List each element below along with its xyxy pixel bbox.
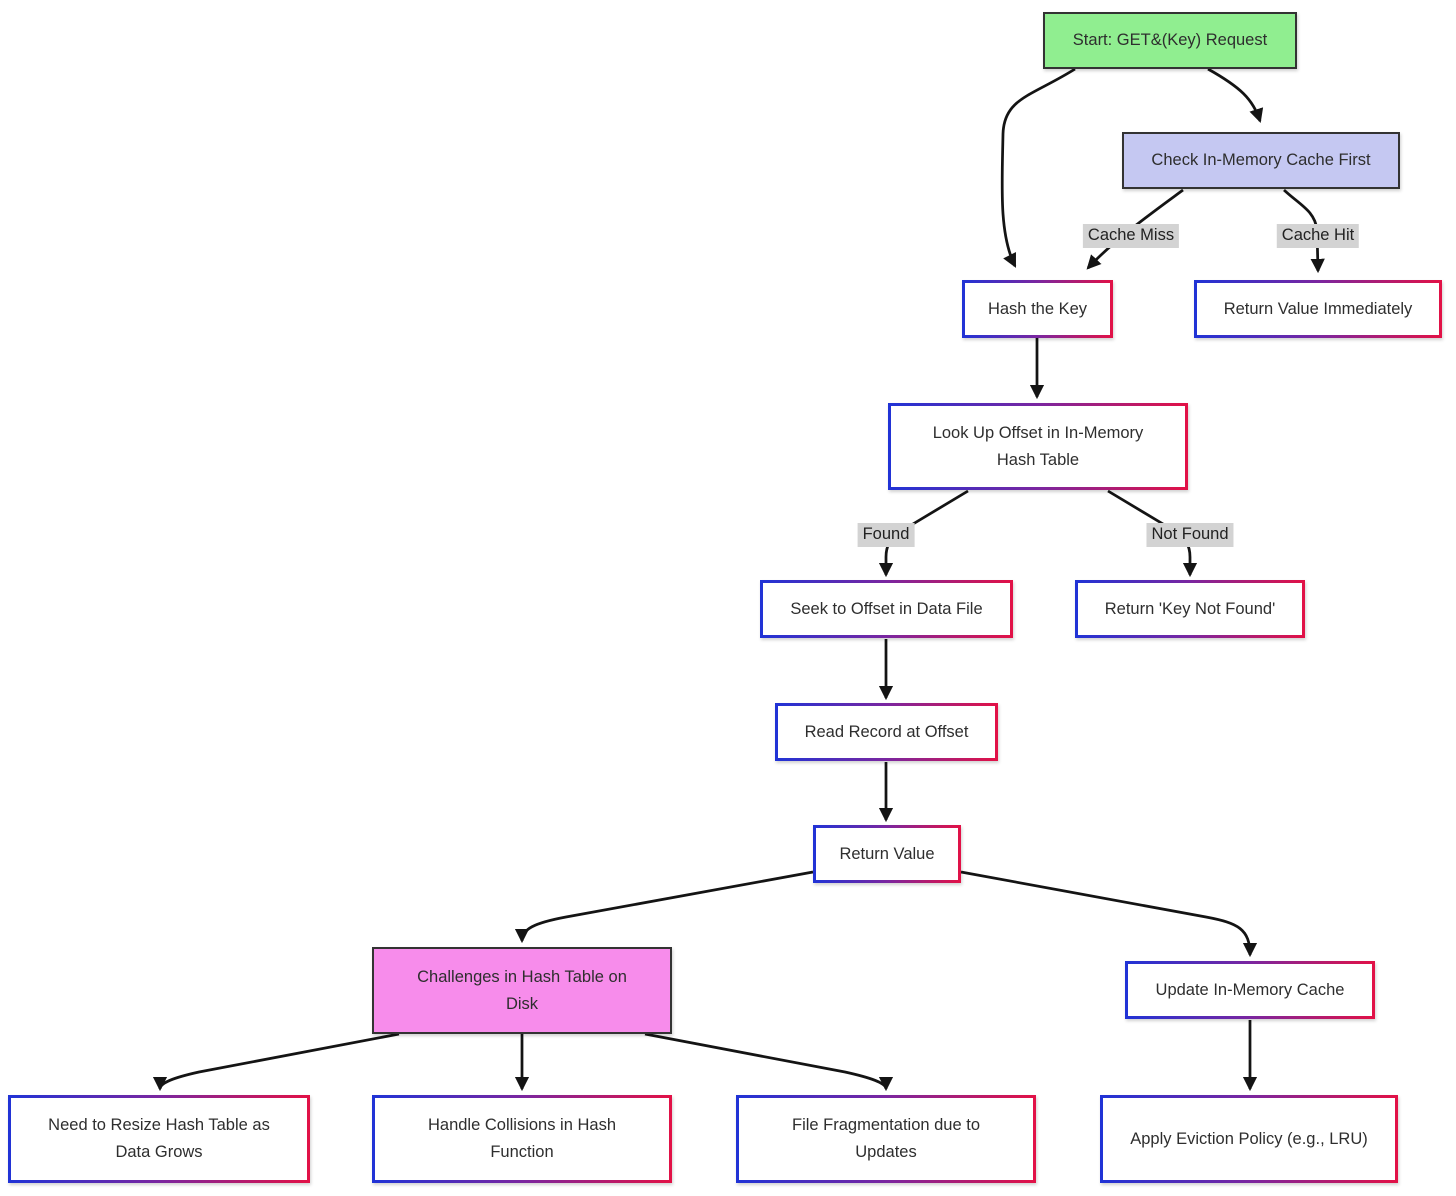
edge-label-not-found: Not Found bbox=[1146, 523, 1234, 547]
edge-challenges-to-resize bbox=[152, 1032, 400, 1092]
node-label: Update In-Memory Cache bbox=[1128, 964, 1372, 1016]
node-label: File Fragmentation due to Updates bbox=[739, 1098, 1033, 1180]
node-label: Return Value Immediately bbox=[1197, 283, 1439, 335]
edge-start-to-check bbox=[1207, 67, 1264, 124]
node-need-to-resize-hash-table: Need to Resize Hash Table as Data Grows bbox=[8, 1095, 310, 1183]
node-label: Seek to Offset in Data File bbox=[763, 583, 1010, 635]
edge-start-to-hash bbox=[1000, 67, 1076, 268]
node-label: Handle Collisions in Hash Function bbox=[375, 1098, 669, 1180]
edge-label-cache-miss: Cache Miss bbox=[1082, 224, 1180, 248]
edge-label-found: Found bbox=[857, 523, 915, 547]
edge-challenges-to-fragmentation bbox=[644, 1032, 894, 1092]
node-label: Hash the Key bbox=[965, 283, 1110, 335]
node-return-value-immediately: Return Value Immediately bbox=[1194, 280, 1442, 338]
edge-return-value-to-update-cache bbox=[960, 870, 1258, 958]
edge-label-cache-hit: Cache Hit bbox=[1276, 224, 1360, 248]
edge-return-value-to-challenges bbox=[514, 870, 814, 944]
node-label: Look Up Offset in In-Memory Hash Table bbox=[891, 406, 1185, 487]
node-check-in-memory-cache-first: Check In-Memory Cache First bbox=[1122, 132, 1400, 189]
node-label: Return Value bbox=[816, 828, 958, 880]
node-return-value: Return Value bbox=[813, 825, 961, 883]
node-label: Check In-Memory Cache First bbox=[1151, 151, 1371, 170]
node-handle-collisions-in-hash-function: Handle Collisions in Hash Function bbox=[372, 1095, 672, 1183]
node-file-fragmentation-due-to-updates: File Fragmentation due to Updates bbox=[736, 1095, 1036, 1183]
node-start-get-key-request: Start: GET&(Key) Request bbox=[1043, 12, 1297, 69]
node-hash-the-key: Hash the Key bbox=[962, 280, 1113, 338]
node-label: Apply Eviction Policy (e.g., LRU) bbox=[1103, 1098, 1395, 1180]
node-look-up-offset-in-hash-table: Look Up Offset in In-Memory Hash Table bbox=[888, 403, 1188, 490]
node-read-record-at-offset: Read Record at Offset bbox=[775, 703, 998, 761]
node-seek-to-offset-in-data-file: Seek to Offset in Data File bbox=[760, 580, 1013, 638]
node-label: Read Record at Offset bbox=[778, 706, 995, 758]
node-label: Challenges in Hash Table on Disk bbox=[417, 967, 627, 1013]
node-update-in-memory-cache: Update In-Memory Cache bbox=[1125, 961, 1375, 1019]
node-label: Start: GET&(Key) Request bbox=[1072, 31, 1268, 50]
node-return-key-not-found: Return 'Key Not Found' bbox=[1075, 580, 1305, 638]
node-challenges-in-hash-table-on-disk: Challenges in Hash Table on Disk bbox=[372, 947, 672, 1034]
node-label: Need to Resize Hash Table as Data Grows bbox=[11, 1098, 307, 1180]
node-apply-eviction-policy-lru: Apply Eviction Policy (e.g., LRU) bbox=[1100, 1095, 1398, 1183]
node-label: Return 'Key Not Found' bbox=[1078, 583, 1302, 635]
